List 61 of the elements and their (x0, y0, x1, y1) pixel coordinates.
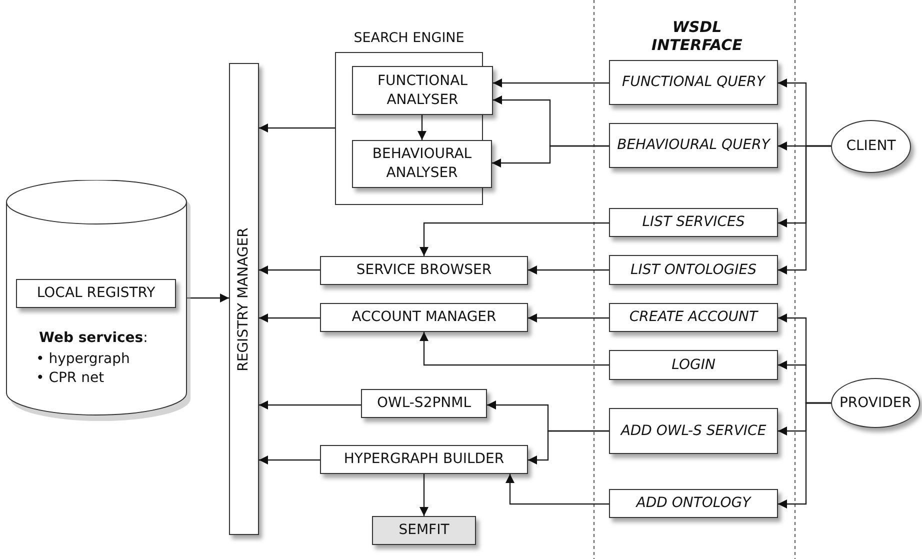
arrow (259, 314, 320, 322)
arrow (492, 145, 609, 168)
operation-box (609, 123, 778, 168)
box-label: PROVIDER (838, 394, 912, 412)
arrow (493, 78, 609, 88)
box-label: HYPERGRAPH BUILDER (342, 450, 506, 469)
process-box (372, 516, 476, 545)
box-label: CREATE ACCOUNT (628, 308, 760, 327)
actor-ellipse (831, 378, 920, 428)
box-label: FUNCTIONAL ANALYSER (376, 72, 469, 110)
box-label: LOGIN (670, 356, 716, 374)
box-label: LIST ONTOLOGIES (630, 260, 758, 280)
operation-box (609, 208, 778, 237)
operation-box (609, 408, 778, 454)
arrow (420, 474, 428, 516)
operation-box (609, 60, 778, 105)
arrow (259, 400, 361, 410)
process-box (320, 256, 528, 285)
operation-box (609, 303, 778, 332)
arrow (187, 294, 229, 302)
arrow (420, 332, 609, 366)
arrow (528, 430, 609, 464)
operation-box (609, 350, 778, 380)
box-label: ADD OWL-S SERVICE (619, 422, 768, 440)
arrow (778, 402, 831, 508)
arrow (528, 266, 609, 274)
list-item: • hypergraph (36, 350, 130, 369)
operation-box (609, 255, 778, 285)
process-box (361, 389, 487, 418)
arrow (259, 124, 335, 132)
arrow (420, 222, 609, 256)
box-label: REGISTRY MANAGER (234, 227, 252, 371)
actor-ellipse (831, 120, 911, 173)
group-heading: SEARCH ENGINE (352, 30, 466, 46)
list-heading: Web services: (39, 330, 148, 346)
box-label: ADD ONTOLOGY (634, 494, 752, 513)
list-item: • CPR net (36, 369, 104, 388)
box-label: FUNCTIONAL QUERY (621, 73, 767, 92)
box-label: BEHAVIOURAL QUERY (616, 136, 772, 155)
lane-heading: WSDL INTERFACE (650, 18, 744, 54)
manager-bar (229, 63, 259, 535)
box-label: LIST SERVICES (641, 213, 746, 232)
box-label: CLIENT (845, 137, 897, 156)
operation-box (609, 489, 778, 518)
arrow (506, 474, 609, 505)
box-label: SERVICE BROWSER (355, 261, 493, 280)
arrow (528, 314, 609, 322)
process-box (320, 445, 528, 474)
arrow (778, 145, 831, 274)
process-box (16, 279, 176, 308)
arrow (259, 456, 320, 464)
box-label: BEHAVIOURAL ANALYSER (371, 145, 473, 183)
arrow (418, 115, 426, 140)
box-label: SEMFIT (398, 521, 450, 540)
box-label: LOCAL REGISTRY (36, 284, 156, 303)
process-box (352, 66, 493, 115)
process-box (320, 303, 528, 332)
box-label: OWL-S2PNML (376, 394, 472, 413)
arrow (259, 266, 320, 274)
box-label: ACCOUNT MANAGER (350, 308, 498, 327)
process-box (352, 140, 492, 188)
